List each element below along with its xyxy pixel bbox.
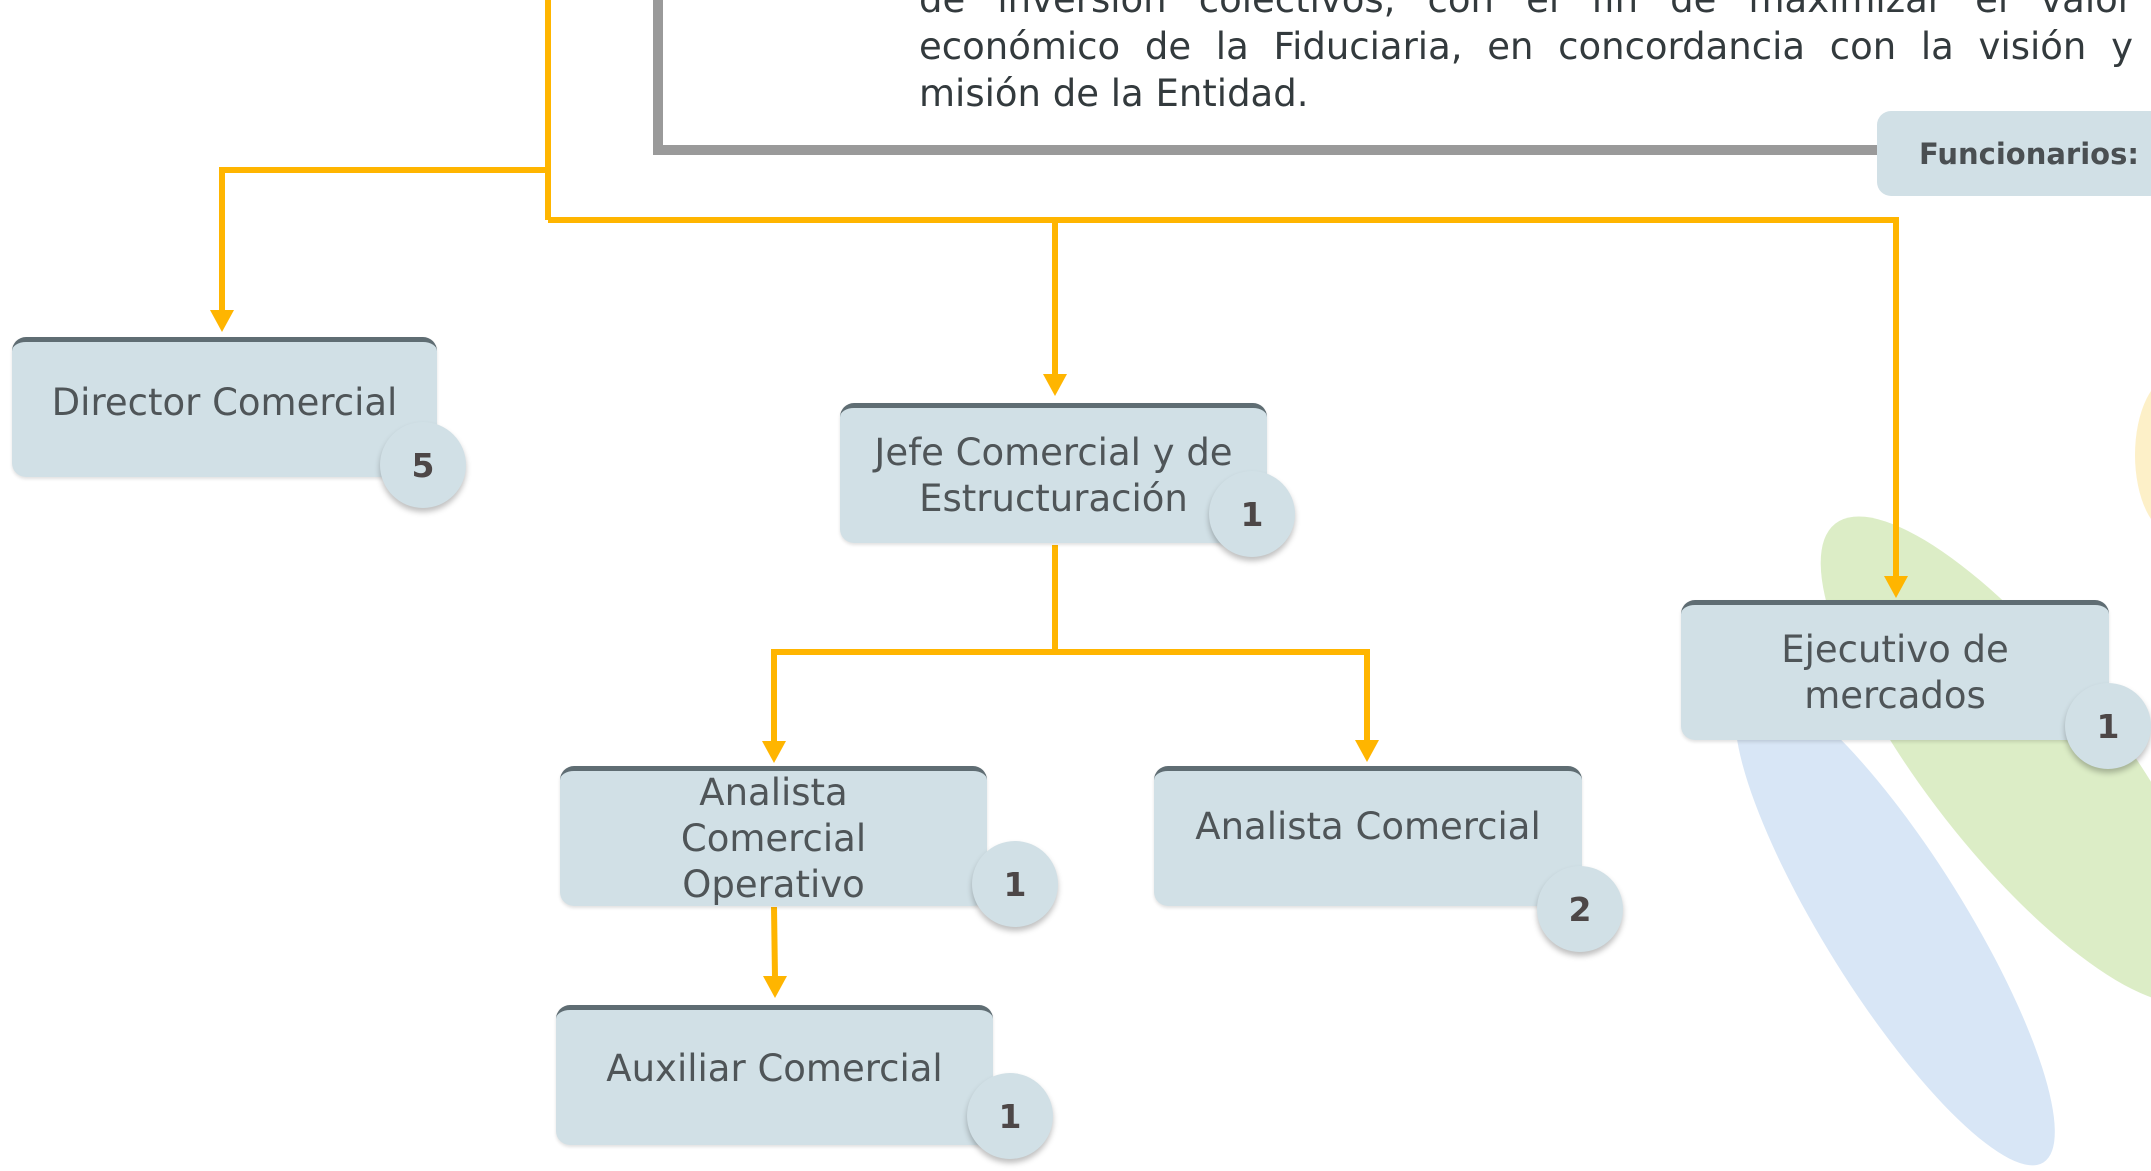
role-description: de inversión colectivos, con el fin de m… (919, 0, 2133, 115)
arrowhead-auxiliar (763, 976, 787, 998)
node-analista-comercial[interactable]: Analista Comercial (1154, 766, 1582, 906)
node-director-comercial[interactable]: Director Comercial (12, 337, 437, 477)
connector-jefe-split (771, 545, 1370, 743)
header-shadow-bracket (653, 0, 1880, 155)
node-count-badge: 1 (972, 841, 1058, 927)
arrowhead-analista-operativo (762, 741, 786, 763)
yellow-leaf-shape (2135, 391, 2151, 519)
node-auxiliar-comercial[interactable]: Auxiliar Comercial (556, 1005, 993, 1145)
node-count-badge: 1 (1209, 471, 1295, 557)
arrowhead-ejecutivo (1884, 576, 1908, 598)
node-label: Analista Comercial Operativo (680, 770, 867, 906)
node-label: Jefe Comercial y de Estructuración (874, 430, 1233, 520)
blue-leaf-shape (1735, 684, 2055, 1166)
node-analista-operativo[interactable]: Analista Comercial Operativo (560, 766, 987, 906)
arrowhead-jefe (1043, 374, 1067, 396)
arrowhead-director (210, 310, 234, 332)
node-jefe-comercial[interactable]: Jefe Comercial y de Estructuración (840, 403, 1267, 543)
node-count-badge: 2 (1537, 866, 1623, 952)
node-count-badge: 5 (380, 422, 466, 508)
node-label: Auxiliar Comercial (606, 1046, 943, 1090)
node-label: Ejecutivo de mercados (1781, 627, 2009, 717)
staff-count-label: Funcionarios: 1 (1919, 136, 2151, 171)
connector-to-auxiliar (771, 906, 778, 979)
node-label: Director Comercial (51, 380, 398, 424)
node-label: Analista Comercial (1195, 804, 1541, 848)
connector-to-director (219, 167, 548, 312)
connector-main-bus (548, 217, 1899, 578)
node-count-badge: 1 (2065, 683, 2151, 769)
arrowhead-analista-comercial (1355, 740, 1379, 762)
staff-count-tab: Funcionarios: 1 (1877, 111, 2151, 196)
node-count-badge: 1 (967, 1073, 1053, 1159)
node-ejecutivo-mercados[interactable]: Ejecutivo de mercados (1681, 600, 2109, 740)
